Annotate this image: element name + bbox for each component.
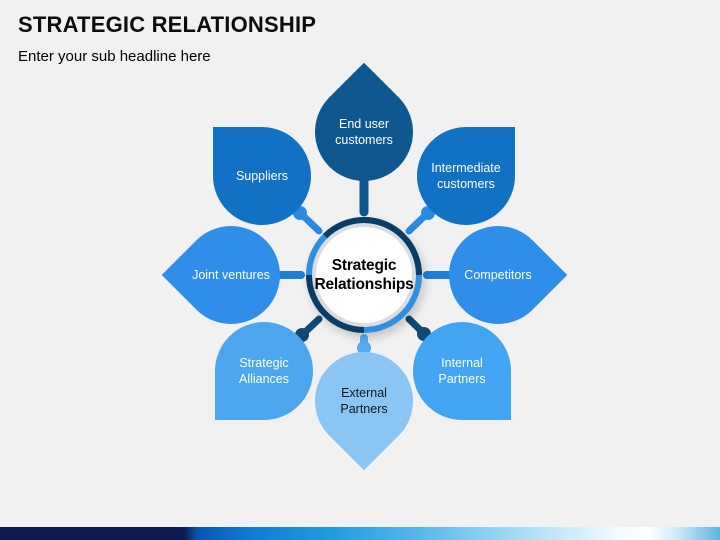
petal-joint-ventures[interactable]: Joint ventures (161, 205, 301, 345)
petal-internal-partners[interactable]: Internal Partners (413, 322, 511, 420)
petal-label: Intermediate customers (431, 160, 501, 191)
petal-intermediate-customers[interactable]: Intermediate customers (417, 127, 515, 225)
petal-label: Internal Partners (438, 355, 486, 386)
slide-subtitle: Enter your sub headline here (18, 48, 211, 65)
petal-label: Suppliers (235, 168, 289, 183)
petal-end-user-customers[interactable]: End user customers (294, 62, 434, 202)
center-node[interactable]: Strategic Relationships (306, 217, 422, 333)
petal-suppliers[interactable]: Suppliers (213, 127, 311, 225)
slide-title: STRATEGIC RELATIONSHIP (18, 12, 317, 37)
petal-strategic-alliances[interactable]: Strategic Alliances (215, 322, 313, 420)
petal-external-partners[interactable]: External Partners (294, 331, 434, 471)
petal-label: Strategic Alliances (238, 355, 290, 386)
center-node-label: Strategic Relationships (314, 256, 414, 293)
petal-label: End user customers (335, 116, 393, 147)
petal-label: Competitors (464, 267, 532, 282)
petal-label: External Partners (340, 385, 388, 416)
petal-label: Joint ventures (192, 267, 270, 282)
footer-accent-bar (0, 527, 720, 540)
